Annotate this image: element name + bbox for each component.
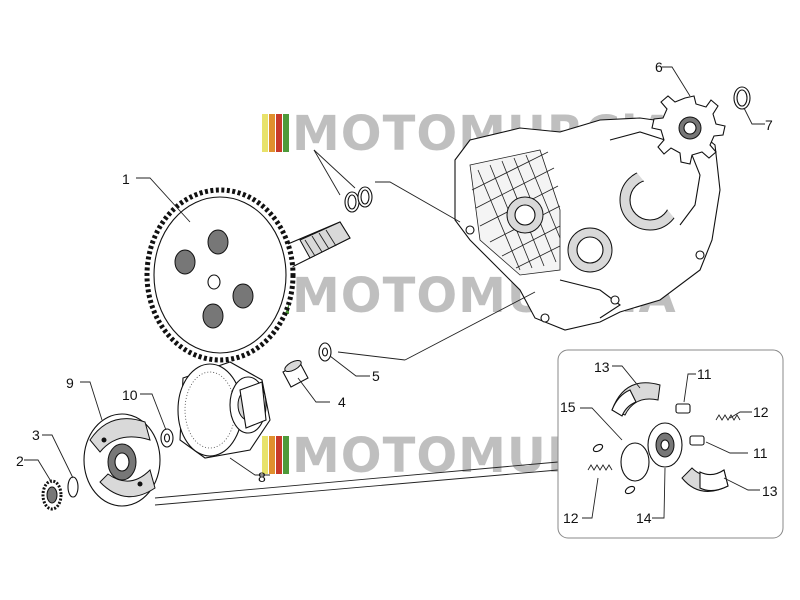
clip-upper: [675, 403, 691, 414]
callout-8: 8: [258, 469, 266, 485]
detail-callout-12-right: 12: [753, 404, 769, 420]
circlip: [733, 86, 751, 110]
pin-small-2: [624, 485, 636, 495]
detail-callout-14: 14: [636, 510, 652, 526]
detail-callout-11-lower: 11: [753, 445, 768, 461]
callout-10: 10: [122, 387, 138, 403]
callout-9: 9: [66, 375, 74, 391]
callout-5: 5: [372, 368, 380, 384]
pin-small-1: [592, 443, 604, 453]
sprocket: [651, 95, 726, 165]
small-washer: [160, 428, 174, 448]
small-gear-nut: [41, 479, 63, 511]
callout-6: 6: [655, 59, 663, 75]
callout-labels: 1 2 3 4 5 6 7 8 9 10: [16, 59, 773, 485]
clip-ring: [67, 476, 79, 498]
detail-callout-12-left: 12: [563, 510, 579, 526]
clutch-assembly: [83, 413, 161, 507]
bushing: [282, 359, 309, 388]
spring-left: [587, 464, 613, 471]
callout-1: 1: [122, 171, 130, 187]
washer: [318, 342, 332, 362]
clutch-hub: [647, 422, 683, 468]
clip-lower: [689, 435, 705, 446]
clutch-drum: [177, 361, 271, 459]
clutch-shoe-upper: [611, 382, 661, 417]
crankcase: [454, 117, 721, 331]
callout-4: 4: [338, 394, 346, 410]
o-ring: [620, 442, 650, 482]
detail-callout-13-lower: 13: [762, 483, 778, 499]
callout-3: 3: [32, 427, 40, 443]
shaft-washers: [344, 186, 373, 213]
large-gear-with-shaft: [144, 187, 351, 363]
callout-2: 2: [16, 453, 24, 469]
detail-inset: 13 11 12 15 11 13 12 14: [557, 349, 784, 539]
clutch-shoe-lower: [681, 467, 729, 492]
detail-callout-11-upper: 11: [697, 366, 712, 382]
detail-callout-15: 15: [560, 399, 576, 415]
spring-right: [715, 414, 741, 421]
callout-7: 7: [765, 117, 773, 133]
detail-callout-13-upper: 13: [594, 359, 610, 375]
leader-lines: [24, 66, 765, 506]
